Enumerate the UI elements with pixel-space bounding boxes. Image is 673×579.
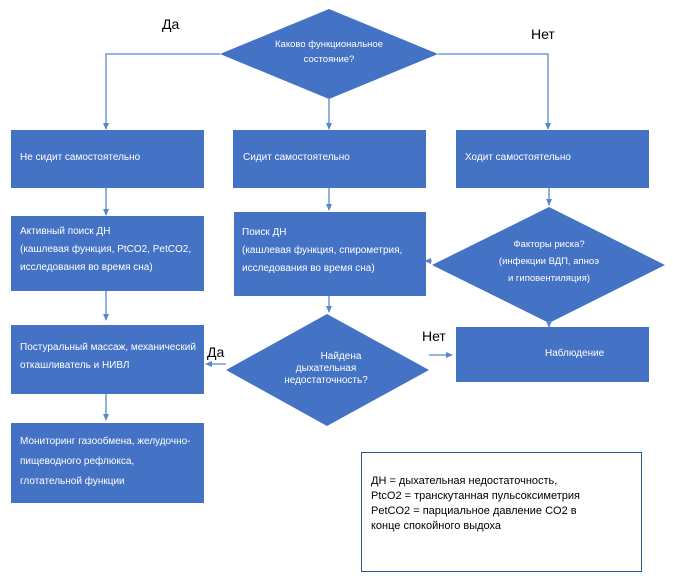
diamond-risk-text: Факторы риска? (инфекции ВДП, апноэ и ги… (480, 237, 618, 286)
legend-w4: давление (492, 505, 542, 517)
legend-w6: в (570, 505, 577, 517)
observation-text: Наблюдение (545, 348, 605, 359)
box-sitting: Сидит самостоятельно (233, 130, 426, 188)
dn-line2: дыхательная (295, 363, 357, 374)
box-active-search: Активный поиск ДН (кашлевая функция, PtC… (11, 216, 204, 291)
active-search-w1: (кашлевая (20, 244, 70, 255)
search-w2: функция, (293, 245, 337, 256)
diamond-functional-state (220, 9, 438, 99)
diamond-top-line1: Каково функциональное (275, 39, 383, 50)
box-not-sitting: Не сидит самостоятельно (11, 130, 204, 188)
search-line1: Поиск ДН (242, 227, 287, 238)
active-search-line3: исследования во время сна) (20, 262, 153, 273)
arrow-yes-left (103, 53, 220, 130)
diamond-dn-text: Найдена дыхательная недостаточность? (270, 351, 382, 387)
diamond-functional-state-text: Каково функциональное состояние? (262, 37, 396, 67)
search-line2: (кашлевая функция, спирометрия, (242, 242, 416, 260)
active-search-w3: PtCO2, (117, 244, 150, 255)
box-monitoring: Мониторинг газообмена, желудочно- пищево… (11, 423, 204, 503)
label-no-mid: Нет (422, 328, 446, 344)
search-w1: (кашлевая (242, 245, 292, 256)
box-walking-text: Ходит самостоятельно (465, 152, 571, 163)
diamond-risk-factors (432, 207, 665, 323)
box-sitting-text: Сидит самостоятельно (243, 152, 350, 163)
risk-line3: и гиповентиляция) (507, 273, 591, 284)
monitoring-line2: пищеводного рефлюкса, (20, 452, 195, 472)
legend-w2: = (413, 505, 420, 517)
legend-w1: PetCO2 (371, 505, 411, 517)
risk-line1: Факторы риска? (513, 239, 585, 250)
massage-line1: Постуральный массаж, механический (20, 342, 196, 353)
legend-box: ДН = дыхательная недостаточность, PtcO2 … (361, 452, 642, 572)
monitoring-line3: глотательной функции (20, 476, 125, 487)
monitoring-w1: пищеводного (20, 456, 82, 467)
legend-line3: PetCO2 = парциальное давление CO2 в (371, 504, 631, 519)
box-massage: Постуральный массаж, механический откашл… (11, 325, 204, 394)
active-search-line2: (кашлевая функция, PtCO2, PetCO2, (20, 241, 195, 259)
monitoring-line1: Мониторинг газообмена, желудочно- (20, 436, 191, 447)
label-no-top: Нет (531, 26, 555, 42)
active-search-w4: PetCO2, (152, 244, 192, 255)
legend-line1: ДН = дыхательная недостаточность, (371, 475, 558, 487)
box-walking: Ходит самостоятельно (456, 130, 649, 188)
box-search-dn: Поиск ДН (кашлевая функция, спирометрия,… (234, 212, 426, 296)
legend-line2: PtcO2 = транскутанная пульсоксиметрия (371, 490, 580, 502)
legend-w3: парциальное (422, 505, 490, 517)
search-w3: спирометрия, (339, 245, 403, 256)
box-not-sitting-text: Не сидит самостоятельно (20, 152, 141, 163)
box-observation: Наблюдение (456, 327, 649, 382)
dn-line3: недостаточность? (284, 375, 368, 386)
diamond-dn-found (226, 314, 429, 426)
risk-line2: (инфекции ВДП, апноэ (498, 256, 600, 267)
arrow-no-right (438, 53, 551, 130)
legend-line4: конце спокойного выдоха (371, 520, 502, 532)
label-yes-top: Да (162, 16, 180, 32)
search-line3: исследования во время сна) (242, 263, 375, 274)
diamond-top-line2: состояние? (303, 54, 355, 65)
monitoring-w2: рефлюкса, (83, 456, 135, 467)
massage-line2: откашливатель и НИВЛ (20, 360, 130, 371)
active-search-line1: Активный поиск ДН (20, 226, 111, 237)
label-yes-mid: Да (207, 344, 225, 360)
legend-w5: CO2 (545, 505, 568, 517)
active-search-w2: функция, (71, 244, 115, 255)
dn-line1: Найдена (320, 351, 362, 362)
